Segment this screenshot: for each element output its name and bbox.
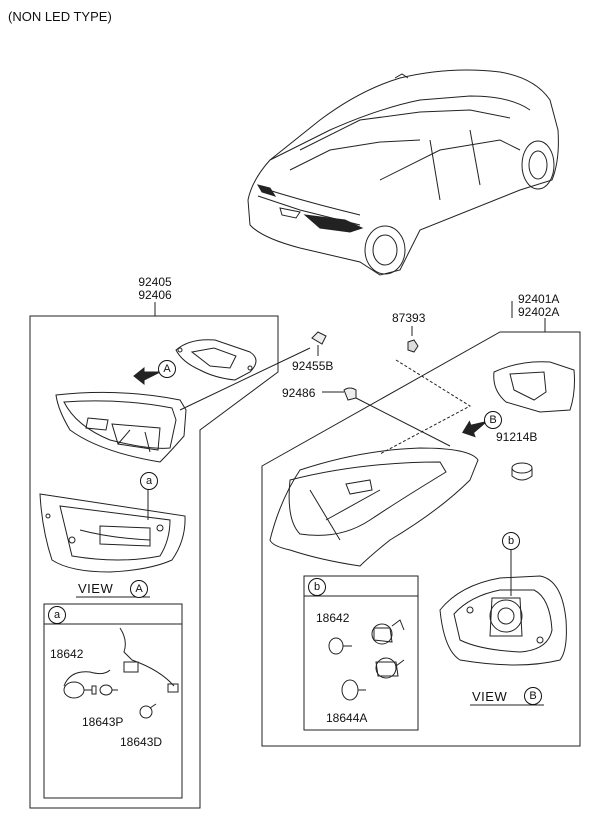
clip-92486 [343,387,357,401]
right-group-frame [261,318,581,747]
gasket-a [175,339,257,381]
detail-a-bulb-18643D: 18643D [120,735,163,749]
part-number-92455B: 92455B [292,359,334,373]
right-outer-lamp [269,447,479,567]
left-group-frame [29,302,279,809]
view-a-label: VIEW [78,581,114,596]
part-number-92402A: 92402A [518,305,560,319]
view-b-label: VIEW [472,689,508,704]
view-a-housing [39,478,186,573]
part-number-92486: 92486 [282,386,316,400]
detail-b-box [303,575,419,731]
part-number-91214B: 91214B [496,430,538,444]
non-led-type-note: (NON LED TYPE) [8,9,112,24]
detail-a-bulb-18642: 18642 [50,647,84,661]
callout-a: a [140,472,158,490]
part-number-92406: 92406 [138,288,172,302]
view-b-callout: B [524,687,542,705]
left-inner-lamp [55,391,187,463]
detail-a-box [43,603,183,799]
part-number-92401A: 92401A [518,292,560,306]
arrow-a [133,366,161,386]
view-b-housing [439,550,567,666]
detail-a-harness [63,627,179,719]
nut-87393 [407,339,419,353]
callout-b: b [502,532,520,550]
detail-b-bulb-18642: 18642 [316,611,350,625]
detail-b-sockets [328,619,405,701]
callout-A: A [158,360,176,378]
detail-a-tag: a [48,606,66,624]
detail-b-tag: b [308,578,326,596]
part-number-92405: 92405 [138,275,172,289]
arrow-b [462,420,487,438]
gasket-b [493,361,575,413]
part-number-87393: 87393 [392,311,426,325]
grommet [511,462,533,481]
detail-a-bulb-18643P: 18643P [82,715,124,729]
detail-b-bulb-18644A: 18644A [326,711,368,725]
car-illustration [247,69,559,276]
view-a-callout: A [130,580,148,598]
callout-B: B [484,411,502,429]
